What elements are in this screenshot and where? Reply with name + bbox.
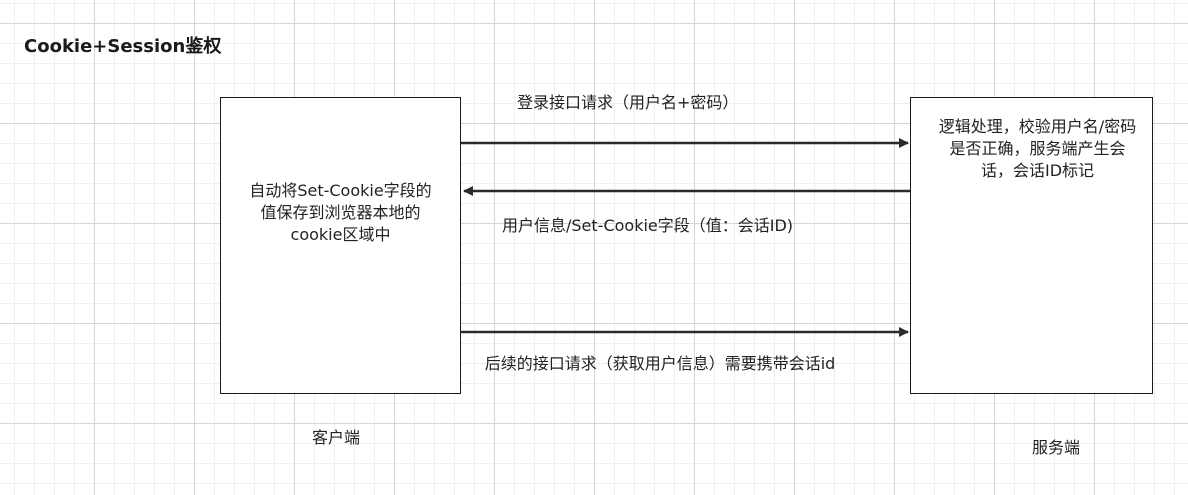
server-caption: 服务端 (1032, 438, 1081, 457)
diagram-title: Cookie+Session鉴权 (24, 36, 222, 57)
server-box-text: 逻辑处理，校验用户名/密码是否正确，服务端产生会话，会话ID标记 (938, 117, 1137, 180)
subsequent-request-label: 后续的接口请求（获取用户信息）需要携带会话id (484, 354, 836, 373)
login-request-label: 登录接口请求（用户名+密码） (517, 93, 739, 112)
client-box[interactable]: 自动将Set-Cookie字段的值保存到浏览器本地的cookie区域中 (220, 97, 461, 394)
client-caption: 客户端 (312, 428, 361, 447)
client-box-text: 自动将Set-Cookie字段的值保存到浏览器本地的cookie区域中 (249, 181, 432, 244)
server-box[interactable]: 逻辑处理，校验用户名/密码是否正确，服务端产生会话，会话ID标记 (910, 97, 1153, 394)
set-cookie-response-label: 用户信息/Set-Cookie字段（值：会话ID) (502, 216, 794, 235)
